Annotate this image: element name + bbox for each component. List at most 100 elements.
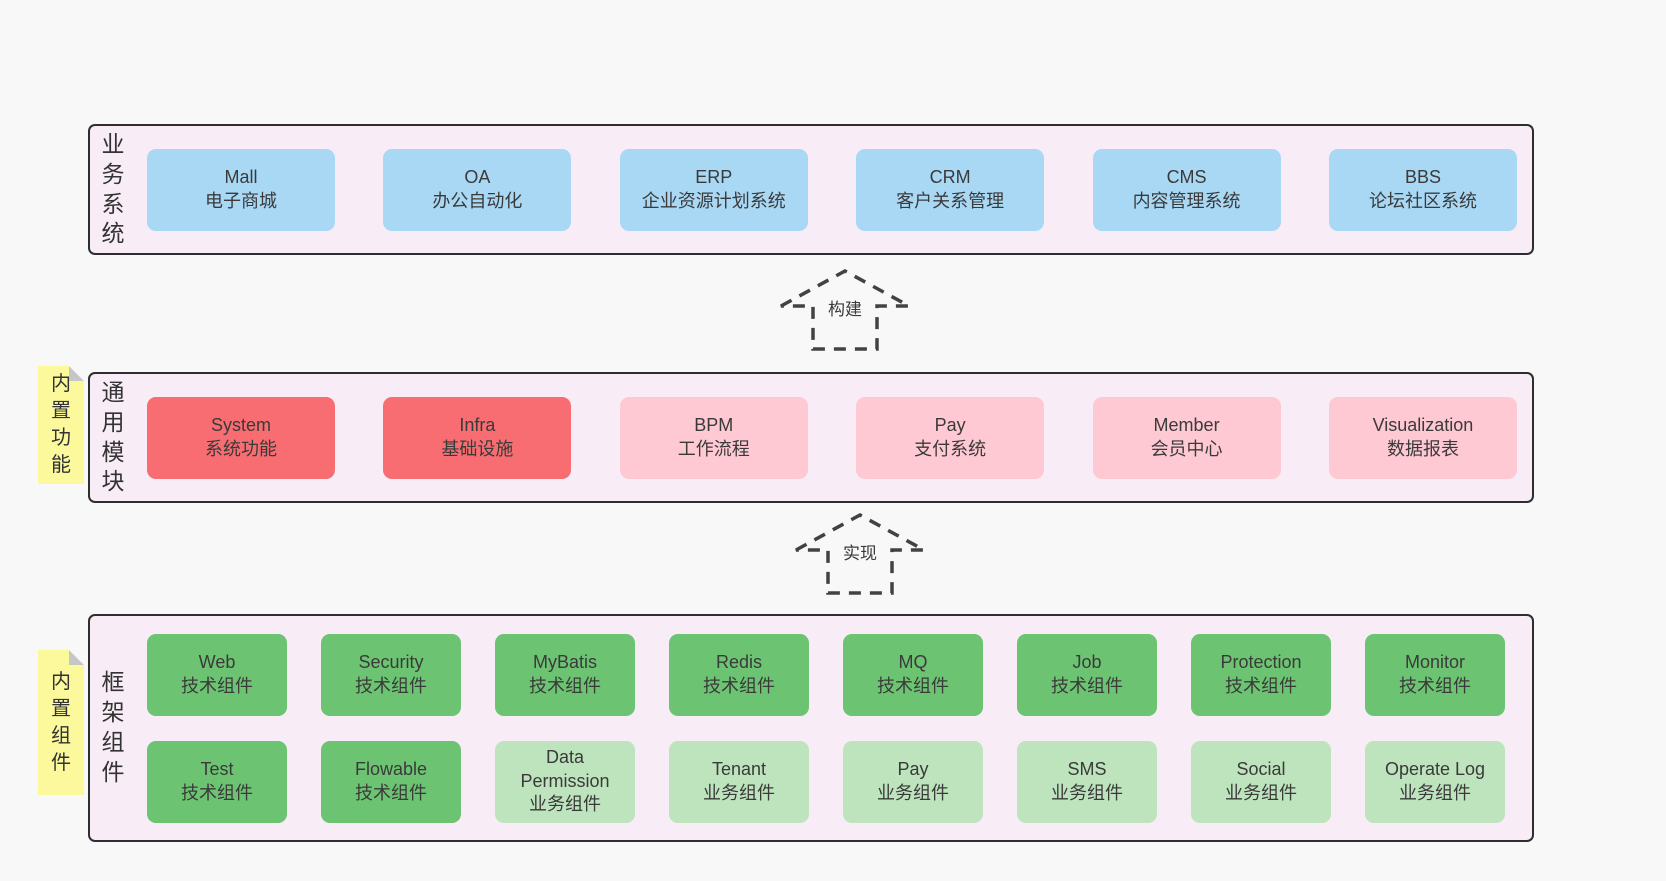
up-arrow-build-icon: 构建	[778, 268, 912, 352]
arrow-build-label: 构建	[824, 295, 866, 320]
box-visualization: Visualization 数据报表	[1328, 396, 1517, 479]
box-mq: MQ 技术组件	[843, 633, 983, 716]
box-protection: Protection 技术组件	[1191, 633, 1331, 716]
box-system: System 系统功能	[147, 396, 335, 479]
box-name: OA	[464, 166, 491, 187]
box-monitor: Monitor 技术组件	[1365, 633, 1505, 716]
band-business-systems: 业务系统 Mall 电子商城 OA 办公自动化 ERP 企业资源计划系统 CRM…	[88, 124, 1534, 255]
box-operate-log: Operate Log 业务组件	[1365, 740, 1505, 823]
box-name: MQ	[898, 651, 928, 672]
box-mall: Mall 电子商城	[147, 148, 335, 231]
box-name: Mall	[224, 166, 258, 187]
box-desc: 客户关系管理	[896, 190, 1005, 211]
box-name: Protection	[1220, 651, 1302, 672]
box-name: Pay	[897, 758, 929, 779]
box-name: Flowable	[354, 758, 428, 779]
box-desc: 技术组件	[355, 782, 427, 803]
box-redis: Redis 技术组件	[669, 633, 809, 716]
box-desc: 业务组件	[1399, 782, 1471, 803]
box-desc: 技术组件	[877, 675, 949, 696]
box-sms: SMS 业务组件	[1017, 740, 1157, 823]
box-desc: 系统功能	[205, 438, 277, 459]
box-oa: OA 办公自动化	[383, 148, 572, 231]
box-name: System	[210, 414, 271, 435]
box-name: Operate Log	[1384, 758, 1486, 779]
box-desc: 业务组件	[1051, 782, 1123, 803]
box-erp: ERP 企业资源计划系统	[619, 148, 808, 231]
box-infra: Infra 基础设施	[383, 396, 572, 479]
box-name: Web	[198, 651, 236, 672]
box-name: Tenant	[711, 758, 767, 779]
box-pay: Pay 支付系统	[856, 396, 1045, 479]
box-name: Test	[200, 758, 234, 779]
box-name: BBS	[1404, 166, 1441, 187]
dashed-up-arrow-icon	[780, 269, 910, 351]
box-name: Job	[1072, 651, 1102, 672]
box-desc: 技术组件	[181, 675, 253, 696]
box-tenant: Tenant 业务组件	[669, 740, 809, 823]
box-desc: 电子商城	[205, 190, 277, 211]
box-member: Member 会员中心	[1092, 396, 1281, 479]
box-name: Pay	[934, 414, 966, 435]
box-name: ERP	[695, 166, 733, 187]
box-desc: 业务组件	[877, 782, 949, 803]
folded-corner-icon	[69, 650, 84, 665]
box-name: MyBatis	[532, 651, 597, 672]
box-social: Social 业务组件	[1191, 740, 1331, 823]
box-desc: 技术组件	[181, 782, 253, 803]
box-crm: CRM 客户关系管理	[856, 148, 1045, 231]
box-desc: 办公自动化	[432, 190, 523, 211]
box-desc: 数据报表	[1386, 438, 1459, 459]
box-desc: 技术组件	[703, 675, 775, 696]
box-flowable: Flowable 技术组件	[321, 740, 461, 823]
box-name: Social	[1236, 758, 1286, 779]
box-desc: 论坛社区系统	[1368, 190, 1477, 211]
box-name: Security	[358, 651, 424, 672]
box-name: BPM	[694, 414, 734, 435]
box-desc: 技术组件	[355, 675, 427, 696]
folded-corner-icon	[69, 366, 84, 381]
box-desc: 支付系统	[914, 438, 987, 459]
band-common-modules: 通用模块 System 系统功能 Infra 基础设施 BPM 工作流程 Pay…	[88, 372, 1534, 503]
box-desc: 技术组件	[529, 675, 601, 696]
band-framework-components-label: 框架组件	[101, 669, 125, 785]
framework-components-boxes: Web 技术组件 Security 技术组件 MyBatis 技术组件 Redi…	[136, 616, 1532, 840]
box-name: Infra	[459, 414, 496, 435]
box-data-permission: Data Permission 业务组件	[495, 740, 635, 823]
box-desc: 技术组件	[1225, 675, 1297, 696]
box-name: Monitor	[1404, 651, 1466, 672]
box-desc: 业务组件	[529, 794, 601, 815]
box-desc: 业务组件	[1225, 782, 1297, 803]
box-bbs: BBS 论坛社区系统	[1328, 148, 1517, 231]
box-security: Security 技术组件	[321, 633, 461, 716]
common-modules-boxes: System 系统功能 Infra 基础设施 BPM 工作流程 Pay 支付系统…	[136, 374, 1532, 501]
box-desc: 会员中心	[1150, 438, 1223, 459]
sticky-note-built-in-components: 内置组件	[38, 650, 84, 795]
box-name: SMS	[1067, 758, 1107, 779]
arrow-implement-label: 实现	[839, 539, 881, 564]
sticky-note-built-in-features: 内置功能	[38, 366, 84, 484]
box-web: Web 技术组件	[147, 633, 287, 716]
box-name: Visualization	[1372, 414, 1474, 435]
box-test: Test 技术组件	[147, 740, 287, 823]
box-job: Job 技术组件	[1017, 633, 1157, 716]
box-desc: 技术组件	[1399, 675, 1471, 696]
dashed-up-arrow-icon	[795, 513, 925, 595]
box-desc: 业务组件	[703, 782, 775, 803]
box-desc: 企业资源计划系统	[641, 190, 786, 211]
box-name: CRM	[929, 166, 971, 187]
box-name: Redis	[715, 651, 763, 672]
box-pay-component: Pay 业务组件	[843, 740, 983, 823]
box-desc: 内容管理系统	[1132, 190, 1241, 211]
box-mybatis: MyBatis 技术组件	[495, 633, 635, 716]
band-business-systems-label: 业务系统	[101, 130, 125, 247]
box-name: Member	[1153, 414, 1220, 435]
box-desc: 技术组件	[1051, 675, 1123, 696]
box-desc: 基础设施	[441, 438, 514, 459]
box-cms: CMS 内容管理系统	[1092, 148, 1281, 231]
box-name: CMS	[1166, 166, 1207, 187]
box-bpm: BPM 工作流程	[619, 396, 808, 479]
up-arrow-implement-icon: 实现	[793, 512, 927, 596]
box-name: Data Permission	[520, 746, 610, 791]
